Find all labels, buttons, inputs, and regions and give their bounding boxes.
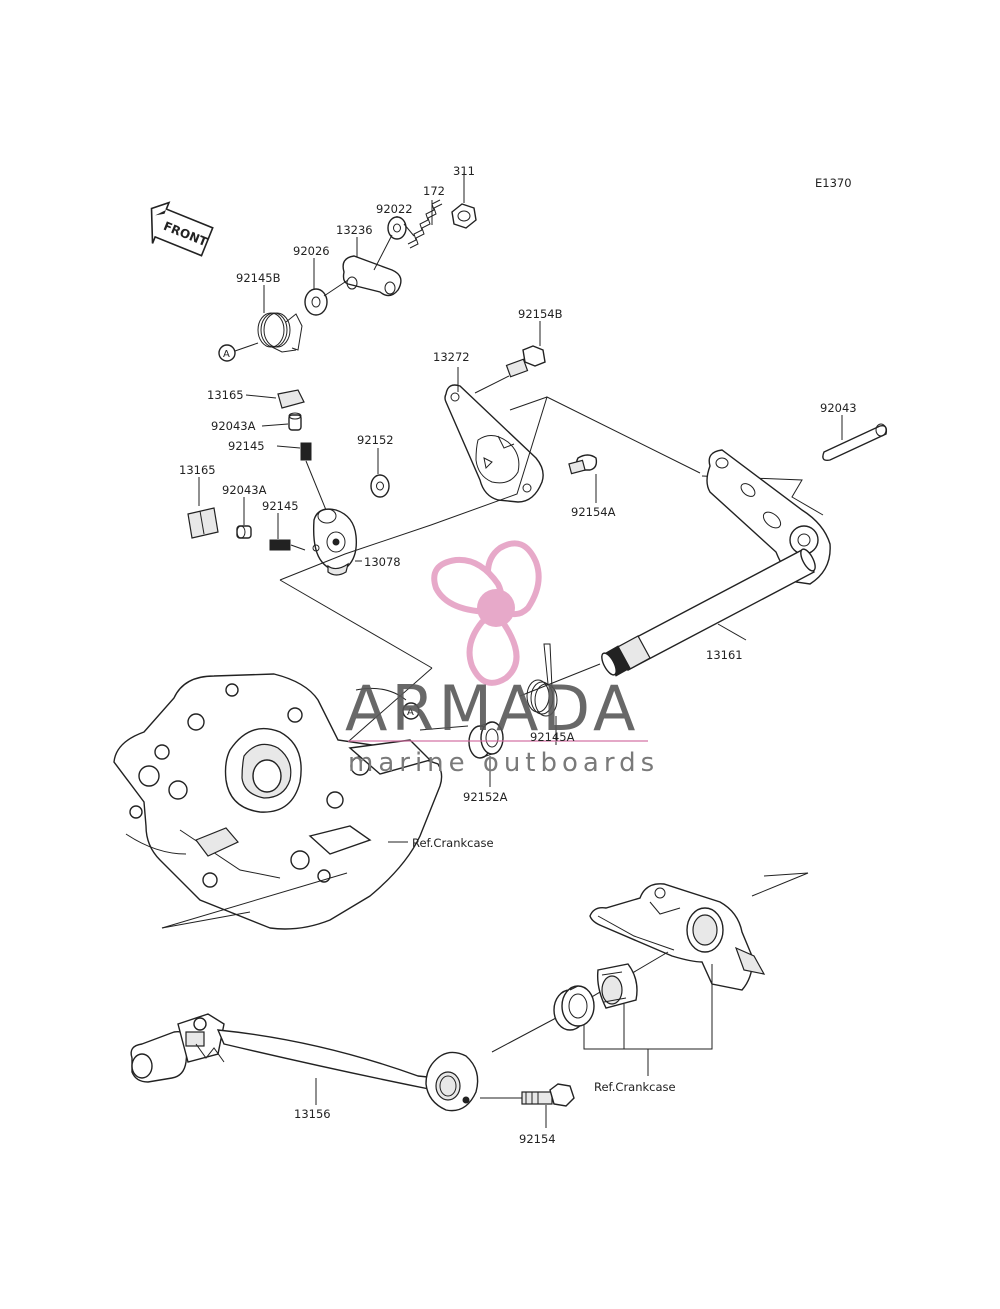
washer-92022-icon: [387, 216, 407, 240]
left-small-parts: [187, 389, 390, 576]
crankcase-left-icon: [113, 673, 443, 930]
pin-92043A-upper-icon: [288, 412, 302, 431]
propeller-icon: [431, 540, 542, 686]
label-92043A-lower: 92043A: [222, 483, 267, 497]
collar-92152A-icon: [468, 721, 504, 759]
pin-92043A-lower-icon: [236, 525, 252, 539]
ref-marker-a-top: A: [218, 342, 259, 362]
nut-311-icon: [451, 203, 477, 229]
label-92154B: 92154B: [518, 307, 563, 321]
shift-arm-icon: [706, 449, 831, 585]
svg-text:A: A: [407, 707, 414, 718]
label-311: 311: [453, 164, 475, 178]
ref-marker-a-center: A: [402, 702, 420, 720]
label-13165-lower: 13165: [179, 463, 216, 477]
shift-shaft-assembly: A: [279, 396, 888, 787]
label-92043: 92043: [820, 401, 857, 415]
bolt-92154-icon: [521, 1083, 575, 1107]
label-13161: 13161: [706, 648, 743, 662]
label-92022: 92022: [376, 202, 413, 216]
label-92154A: 92154A: [571, 505, 616, 519]
pin-92043-icon: [822, 423, 888, 462]
washer-92026-icon: [304, 288, 328, 316]
link-plate-13236-icon: [342, 255, 402, 297]
spring-172-icon: [407, 199, 443, 249]
washer-92152-icon: [370, 474, 390, 498]
label-13156: 13156: [294, 1107, 331, 1121]
label-13272: 13272: [433, 350, 470, 364]
label-92043A-upper: 92043A: [211, 419, 256, 433]
brand-tagline: marine outboards: [348, 748, 659, 778]
spring-92145-upper-icon: [300, 442, 312, 461]
label-92152A: 92152A: [463, 790, 508, 804]
label-92026: 92026: [293, 244, 330, 258]
screw-92154A-icon: [568, 454, 598, 475]
needle-bearing-icon: [596, 963, 638, 1009]
torsion-spring-92145A-icon: [526, 643, 558, 717]
part-labels: 311 172 92022 13236 92026 92145B 92154B …: [179, 164, 857, 1146]
svg-text:A: A: [223, 349, 230, 360]
label-ref-crankcase-upper: Ref.Crankcase: [412, 836, 494, 850]
cover-plate-13272-icon: [444, 384, 544, 503]
label-92154: 92154: [519, 1132, 556, 1146]
oil-seal-icon: [553, 985, 595, 1031]
label-13165-upper: 13165: [207, 388, 244, 402]
label-13078: 13078: [364, 555, 401, 569]
pawl-13165-lower-icon: [187, 507, 219, 539]
plate-assembly: [444, 321, 598, 503]
crankcase-right-icon: [589, 883, 766, 991]
spring-92145-lower-icon: [269, 539, 291, 551]
brand-name: ARMADA: [345, 672, 639, 745]
label-92145A: 92145A: [530, 730, 575, 744]
top-stack: A: [218, 172, 477, 362]
pawl-13165-upper-icon: [277, 389, 305, 409]
armada-logo: ARMADA marine outboards: [345, 540, 659, 778]
bolt-92154B-icon: [505, 345, 546, 378]
label-92145-lower: 92145: [262, 499, 299, 513]
label-92152: 92152: [357, 433, 394, 447]
torsion-spring-92145B-icon: [257, 312, 303, 353]
shaft-13161-icon: [601, 548, 816, 677]
cam-13078-icon: [312, 508, 358, 576]
label-13236: 13236: [336, 223, 373, 237]
label-92145-upper: 92145: [228, 439, 265, 453]
label-92145B: 92145B: [236, 271, 281, 285]
shift-pedal-13156-icon: [130, 1013, 479, 1112]
front-arrow-icon: FRONT: [150, 201, 214, 257]
diagram-code: E1370: [815, 176, 852, 190]
label-ref-crankcase-lower: Ref.Crankcase: [594, 1080, 676, 1094]
label-172: 172: [423, 184, 445, 198]
